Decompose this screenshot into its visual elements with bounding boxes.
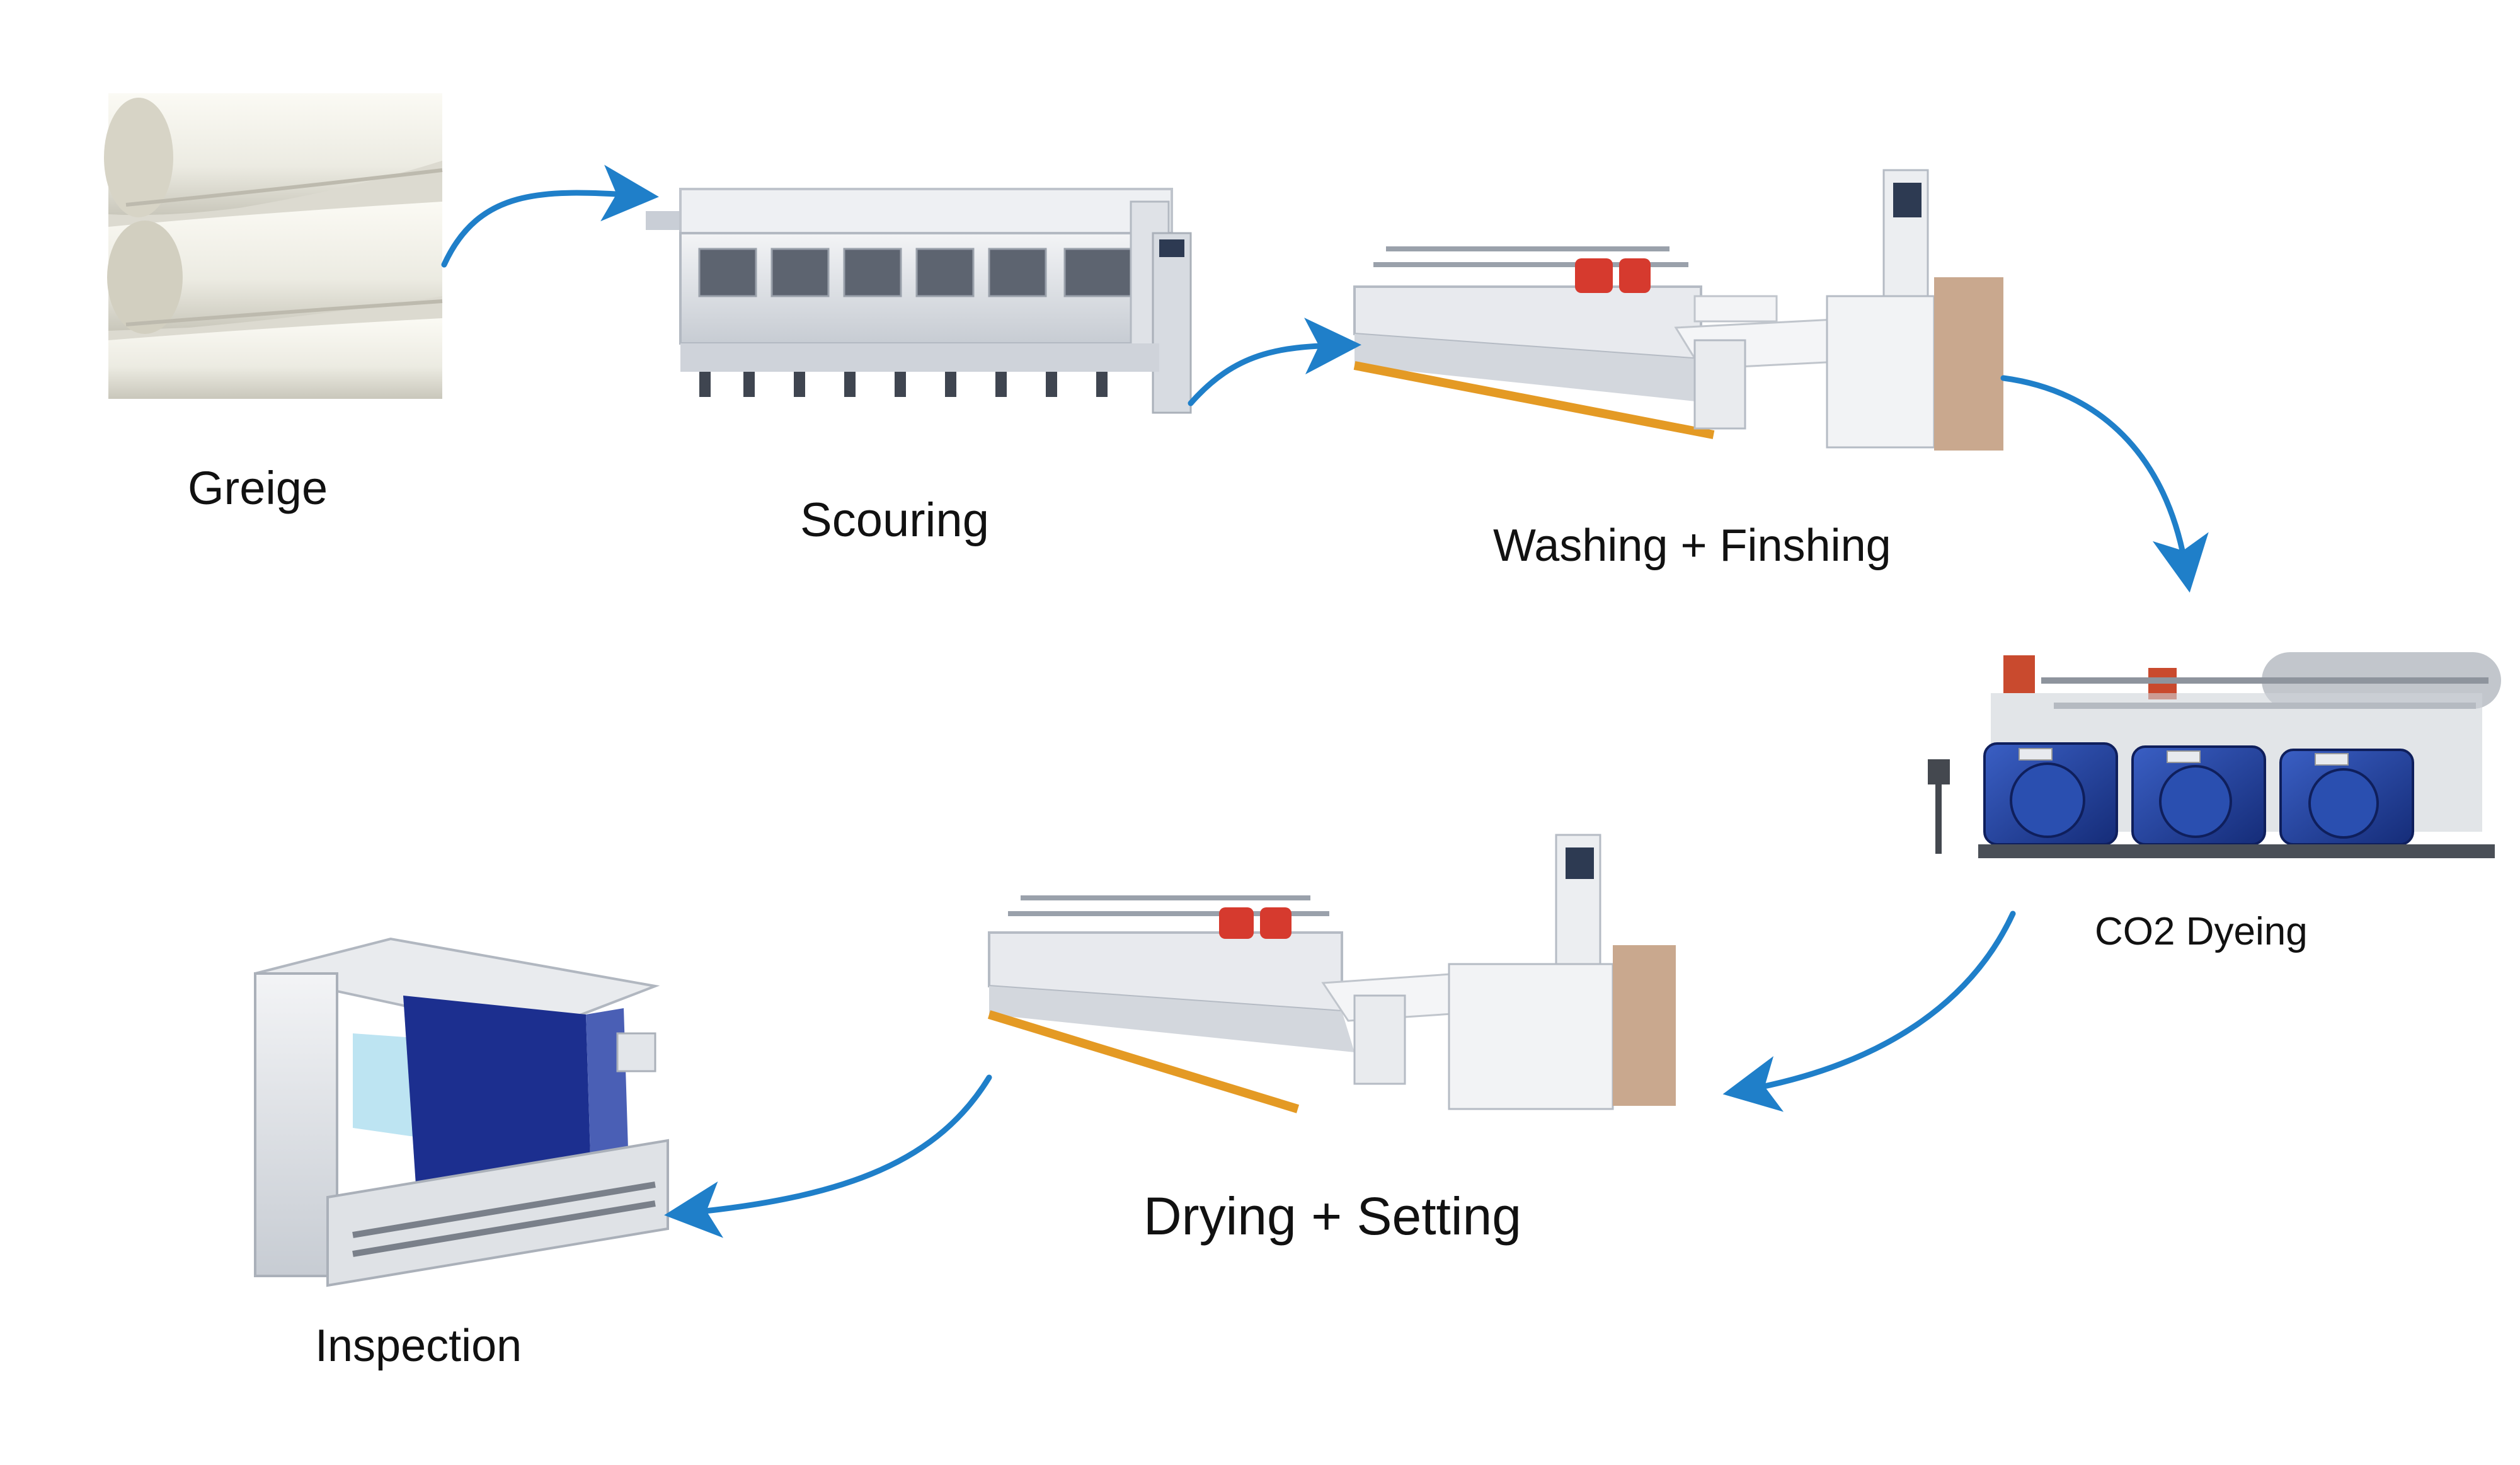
step-label-greige: Greige bbox=[188, 462, 328, 514]
flow-arrow-drying-to-inspection bbox=[664, 1074, 992, 1238]
step-label-washing-finishing: Washing + Finshing bbox=[1493, 520, 1891, 571]
step-label-inspection: Inspection bbox=[315, 1321, 522, 1371]
step-label-co2-dyeing: CO2 Dyeing bbox=[2095, 910, 2308, 953]
flow-arrow-scouring-to-washing bbox=[1188, 318, 1361, 406]
flow-arrow-greige-to-scouring bbox=[441, 164, 659, 268]
step-label-scouring: Scouring bbox=[800, 493, 989, 547]
flow-arrow-washing-to-co2 bbox=[2000, 375, 2209, 593]
flow-arrow-co2-to-drying bbox=[1722, 911, 2016, 1112]
scouring-machine-icon bbox=[646, 188, 1192, 414]
inspection-machine-icon bbox=[254, 937, 669, 1287]
washing-range-icon bbox=[1353, 169, 2003, 451]
step-label-drying-setting: Drying + Setting bbox=[1143, 1186, 1521, 1246]
co2-dyeing-machine-icon bbox=[1928, 652, 2501, 858]
fabric-rolls-icon bbox=[104, 93, 443, 399]
stenter-machine-icon bbox=[987, 834, 1676, 1113]
